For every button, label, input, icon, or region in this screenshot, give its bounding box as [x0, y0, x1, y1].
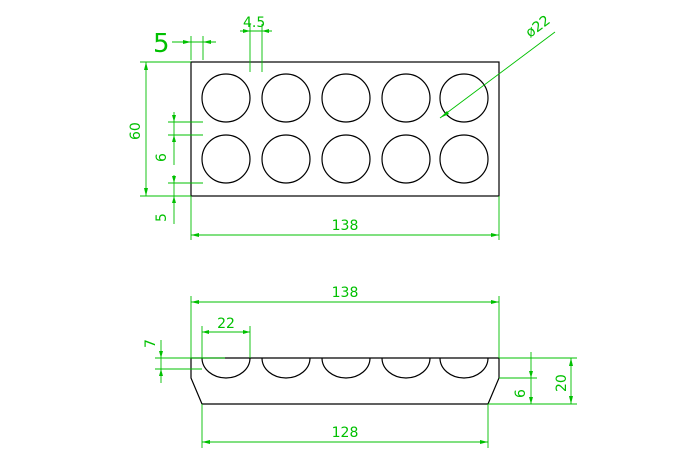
cup	[261, 357, 311, 379]
hole	[381, 134, 431, 184]
dim-overall-width: 60	[128, 61, 191, 197]
dim-label-overall-width: 60	[128, 122, 144, 140]
dim-label-edge-offset-x: 5	[153, 29, 170, 59]
dim-base-thickness: 6	[488, 352, 537, 405]
hole	[321, 134, 371, 184]
dim-bottom-length: 128	[201, 404, 489, 448]
hole	[381, 73, 431, 123]
dim-label-total-height: 20	[554, 374, 570, 392]
hole	[261, 134, 311, 184]
dim-cup-width: 22	[201, 316, 251, 358]
hole	[321, 73, 371, 123]
dim-gap-between-holes: 4.5	[240, 15, 272, 72]
dim-label-edge-offset-y: 5	[154, 213, 170, 222]
dim-cup-depth: 7	[143, 339, 225, 383]
dim-label-gap-between-holes: 4.5	[243, 15, 265, 31]
dim-top-length: 138	[190, 285, 500, 358]
dim-hole-diameter: ø22	[439, 13, 556, 119]
cup	[439, 357, 489, 379]
hole	[201, 73, 251, 123]
top-view	[190, 61, 500, 197]
tray-profile	[190, 357, 500, 405]
dim-label-cup-width: 22	[217, 316, 235, 332]
dim-label-bottom-length: 128	[332, 425, 359, 441]
dim-gap-between-rows: 6	[154, 112, 203, 165]
dim-label-cup-depth: 7	[143, 339, 159, 348]
plate-outline	[190, 61, 500, 197]
dim-label-gap-between-rows: 6	[154, 153, 170, 162]
dim-edge-offset-x: 5	[153, 29, 216, 60]
dim-edge-offset-y: 5	[154, 175, 203, 224]
cup	[381, 357, 431, 379]
hole	[439, 73, 489, 123]
dim-overall-length: 138	[190, 196, 500, 240]
cup	[321, 357, 371, 379]
hole	[261, 73, 311, 123]
side-view	[190, 357, 500, 405]
dim-label-top-length: 138	[332, 285, 359, 301]
cup	[201, 357, 251, 379]
hole	[439, 134, 489, 184]
dim-label-base-thickness: 6	[513, 389, 529, 398]
dim-total-height: 20	[499, 357, 577, 405]
hole	[201, 134, 251, 184]
dim-label-overall-length: 138	[332, 218, 359, 234]
